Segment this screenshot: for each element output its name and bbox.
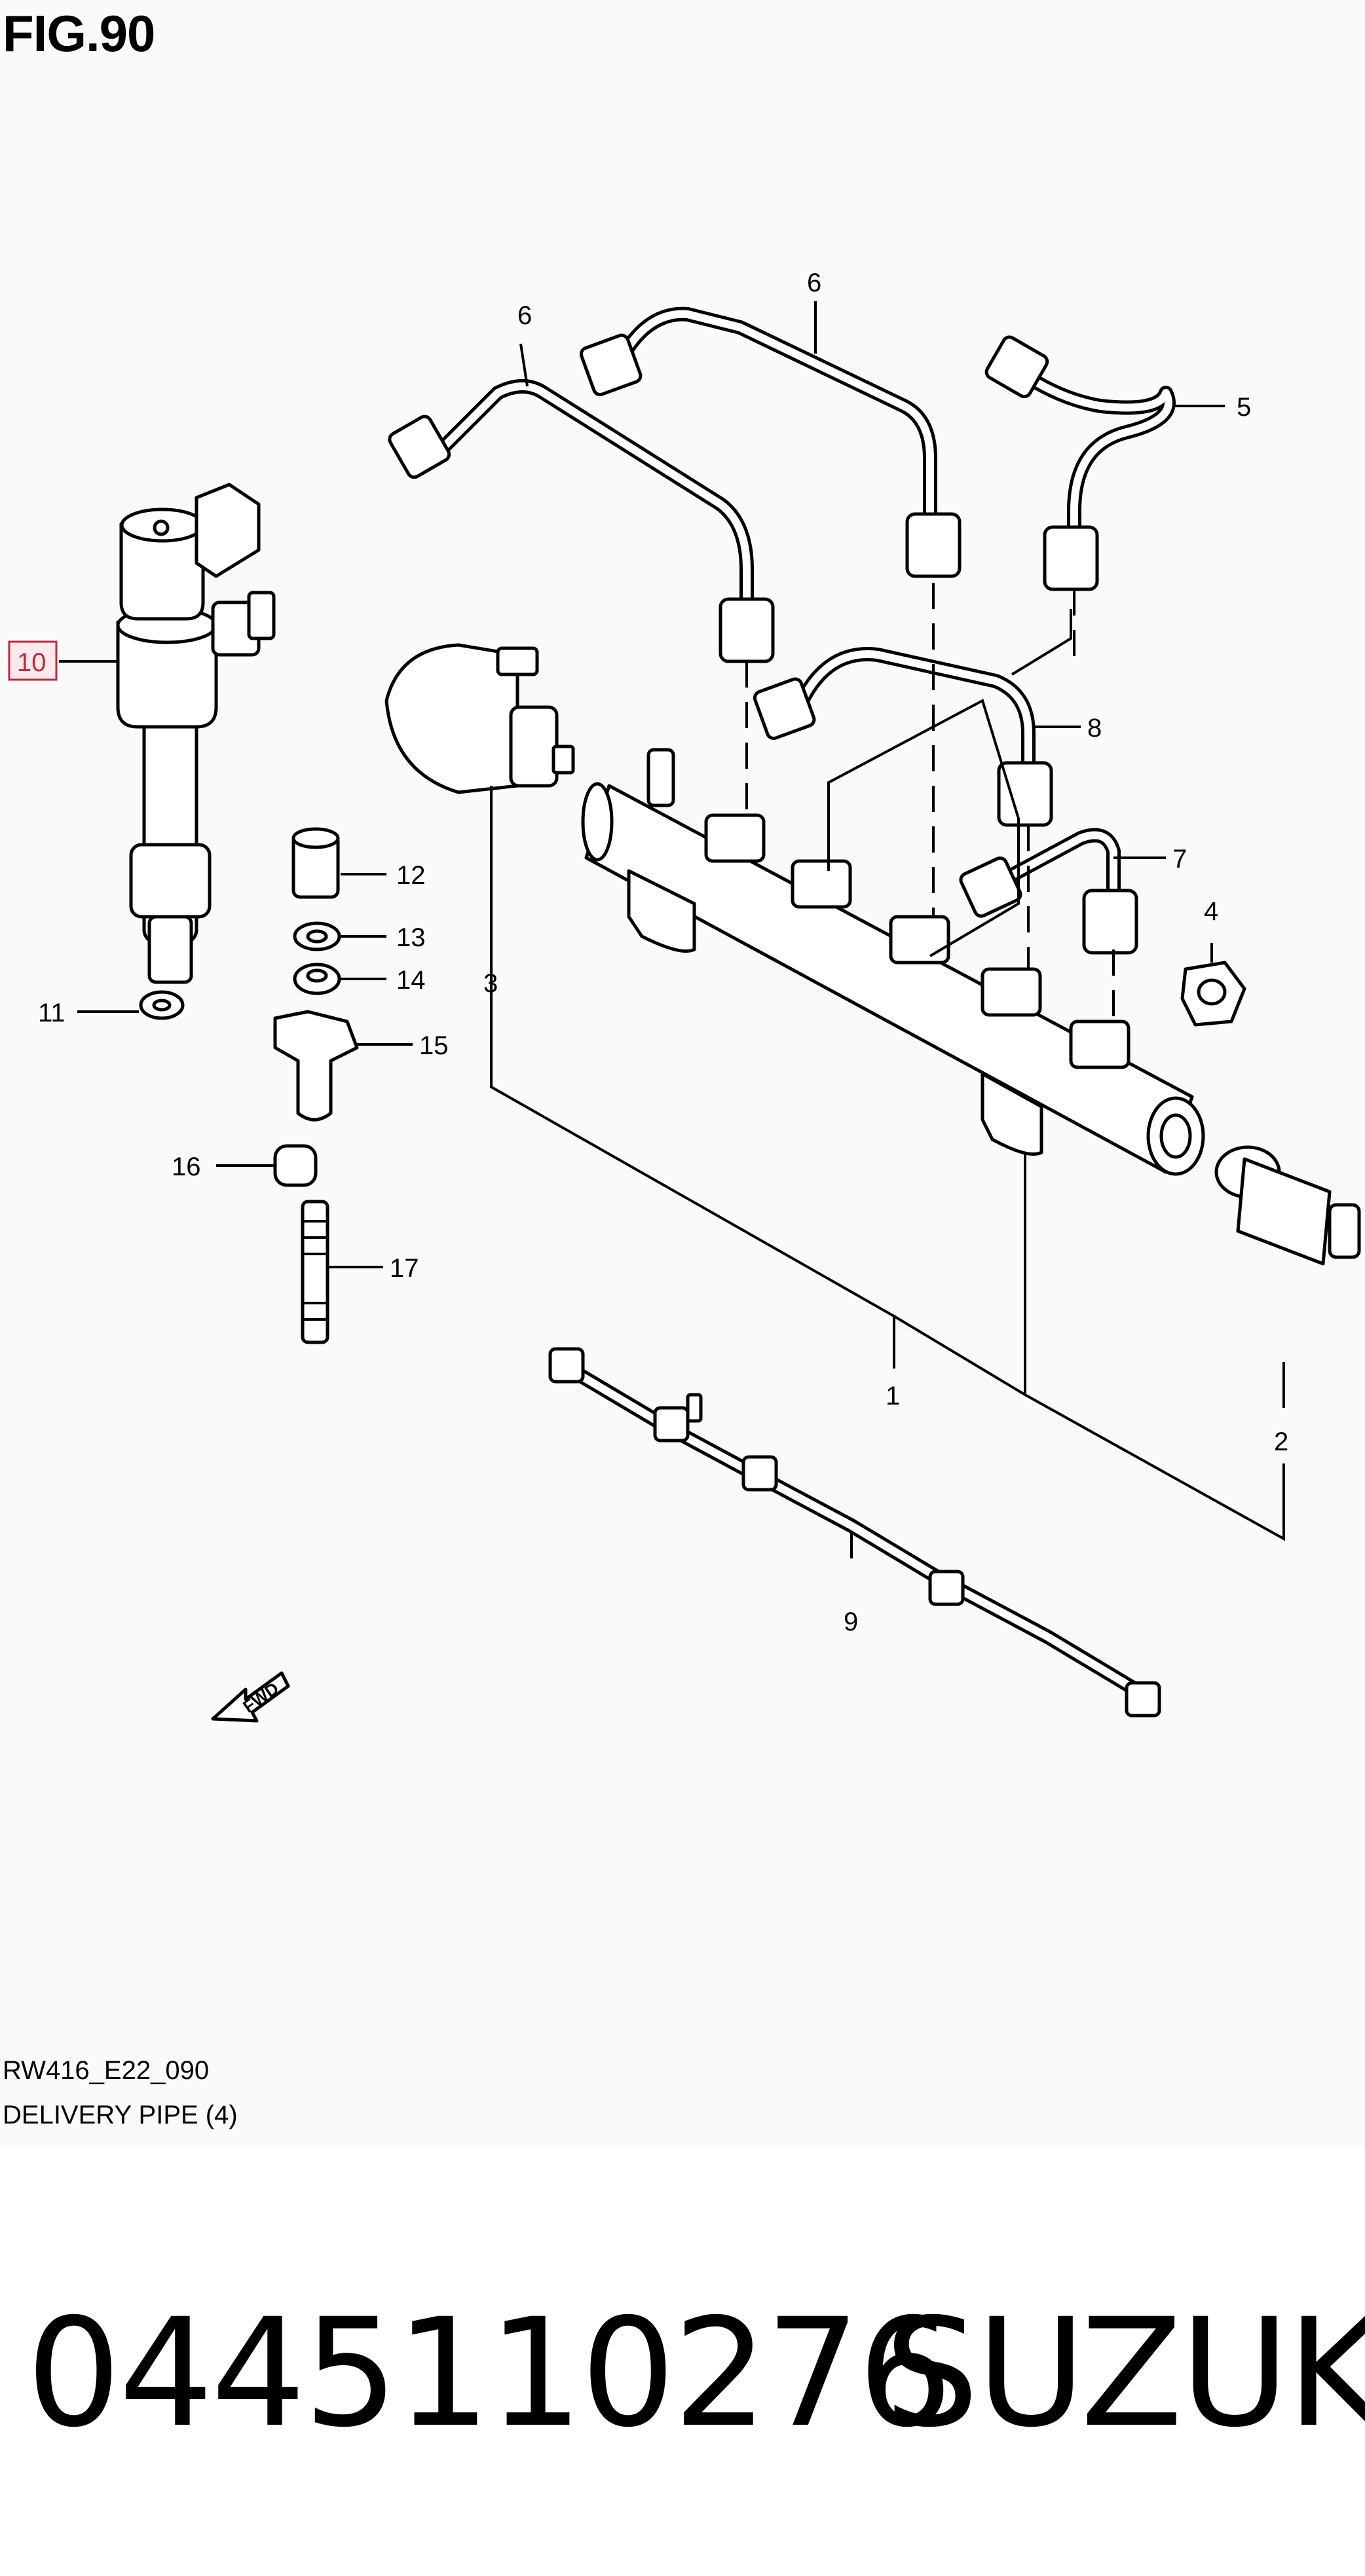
sleeve-part-12[interactable] <box>291 827 340 899</box>
figure-title: FIG.90 <box>3 5 155 62</box>
exploded-parts-diagram: FWD 1 2 3 4 5 6 6 <box>8 268 1361 1723</box>
washer-part-11[interactable] <box>139 990 185 1020</box>
injector-part[interactable] <box>116 483 276 984</box>
callout-16: 16 <box>172 1152 201 1181</box>
callout-6-right: 6 <box>807 268 821 297</box>
callout-labels: 1 2 3 4 5 6 6 7 8 9 10 11 12 13 14 15 16… <box>8 268 1288 1636</box>
callout-8: 8 <box>1087 714 1102 743</box>
brand-name: SUZUKI <box>884 2286 1365 2460</box>
callout-14: 14 <box>396 966 426 995</box>
callout-9: 9 <box>844 1608 858 1636</box>
leak-off-hose-part[interactable] <box>548 1347 1161 1718</box>
part-number: 0445110276 <box>26 2286 953 2460</box>
injection-pipe-6-right[interactable] <box>579 306 962 578</box>
callout-10: 10 <box>17 648 47 677</box>
forward-direction-arrow: FWD <box>211 1671 290 1723</box>
callout-1: 1 <box>886 1382 900 1410</box>
callout-11: 11 <box>38 999 65 1027</box>
pressure-sensor-part[interactable] <box>1214 1145 1361 1266</box>
callout-7: 7 <box>1172 845 1187 874</box>
callout-13: 13 <box>396 923 426 952</box>
leader-lines <box>59 301 1285 1558</box>
injection-pipe-6-left[interactable] <box>387 379 775 663</box>
nut-part-4[interactable] <box>1180 961 1246 1027</box>
callout-10-highlight[interactable] <box>8 640 58 681</box>
common-rail-part[interactable] <box>581 748 1205 1176</box>
callout-4: 4 <box>1204 897 1218 926</box>
injection-pipe-8[interactable] <box>753 647 1053 827</box>
injection-pipe-5[interactable] <box>984 335 1176 591</box>
ring-part-14[interactable] <box>293 963 341 995</box>
diagram-code: RW416_E22_090 <box>3 2056 210 2085</box>
callout-12: 12 <box>396 861 426 890</box>
callout-15: 15 <box>419 1031 449 1060</box>
washer-part-13[interactable] <box>293 921 341 951</box>
callout-17: 17 <box>390 1254 419 1283</box>
callout-6-left: 6 <box>517 301 532 330</box>
callout-3: 3 <box>483 969 498 998</box>
diagram-caption: DELIVERY PIPE (4) <box>3 2101 238 2129</box>
callout-2: 2 <box>1274 1427 1288 1456</box>
callout-5: 5 <box>1237 393 1251 422</box>
pressure-regulator-part[interactable] <box>384 643 575 794</box>
clamp-part-15[interactable] <box>273 1010 359 1122</box>
cap-part-16[interactable] <box>273 1144 318 1187</box>
stud-part-17[interactable] <box>301 1200 329 1344</box>
injection-pipe-7[interactable] <box>959 828 1138 955</box>
